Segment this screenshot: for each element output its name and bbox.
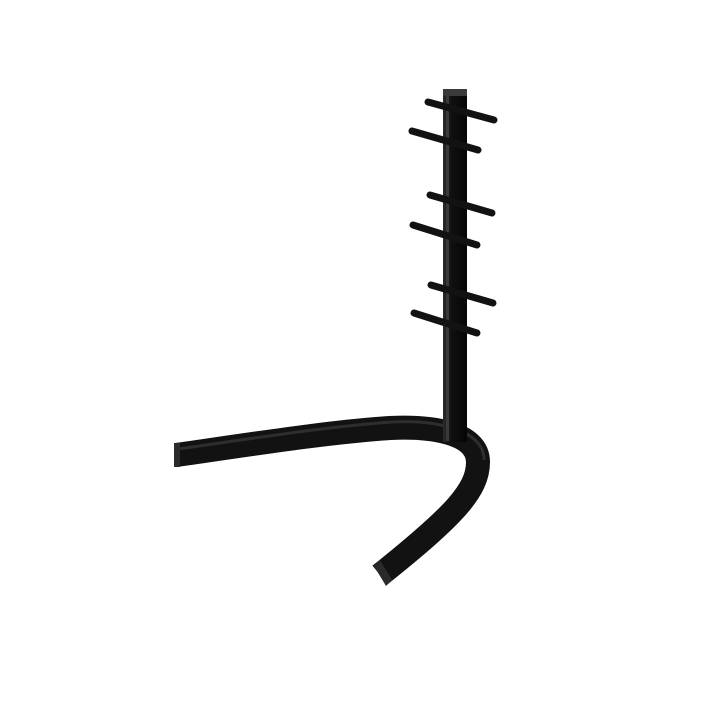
peg (427, 281, 497, 307)
peg (424, 98, 498, 124)
peg (409, 221, 481, 249)
stand-pegs (408, 98, 498, 337)
stand-post (443, 89, 467, 442)
base-bar-outer (174, 415, 490, 585)
base-bar-top-highlight (177, 420, 486, 461)
base-end-cap-front (374, 560, 392, 586)
peg-pair-bottom (410, 281, 497, 337)
post-edge-highlight (446, 96, 449, 441)
base-end-cap-left (174, 443, 180, 467)
stand-base (174, 415, 490, 586)
peg (410, 309, 481, 337)
peg (426, 191, 496, 217)
peg-pair-top (408, 98, 498, 154)
peg (408, 127, 482, 154)
peg-pair-middle (409, 191, 496, 249)
post-top-cap (443, 89, 467, 96)
